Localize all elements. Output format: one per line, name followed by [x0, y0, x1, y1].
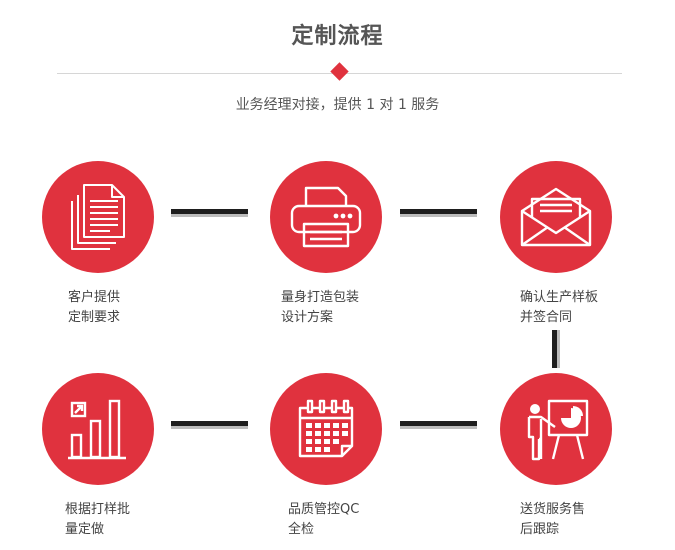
- step-3-label: 确认生产样板并签合同: [520, 290, 599, 325]
- step-2-circle: [270, 161, 382, 273]
- presenter-icon: [527, 399, 589, 461]
- bar-chart-icon: [68, 399, 126, 460]
- connector-3-6: [552, 330, 560, 368]
- connector-1-2: [171, 209, 248, 217]
- page-title: 定制流程: [291, 24, 384, 49]
- connector-4-5: [171, 421, 248, 429]
- step-4-label: 根据打样批量定做: [65, 502, 131, 537]
- documents-icon: [71, 184, 125, 250]
- step-6-label: 送货服务售后跟踪: [520, 502, 586, 537]
- calendar-icon: [298, 399, 354, 458]
- page-subtitle: 业务经理对接，提供 1 对 1 服务: [235, 97, 440, 113]
- step-3-circle: [500, 161, 612, 273]
- step-4-circle: [42, 373, 154, 485]
- step-2-label: 量身打造包装设计方案: [281, 290, 360, 325]
- divider-diamond: [330, 62, 349, 81]
- connector-5-6: [400, 421, 477, 429]
- envelope-icon: [520, 187, 592, 247]
- step-1-circle: [42, 161, 154, 273]
- printer-icon: [290, 186, 362, 248]
- step-1-label: 客户提供定制要求: [68, 290, 121, 325]
- step-6-circle: [500, 373, 612, 485]
- step-5-circle: [270, 373, 382, 485]
- connector-2-3: [400, 209, 477, 217]
